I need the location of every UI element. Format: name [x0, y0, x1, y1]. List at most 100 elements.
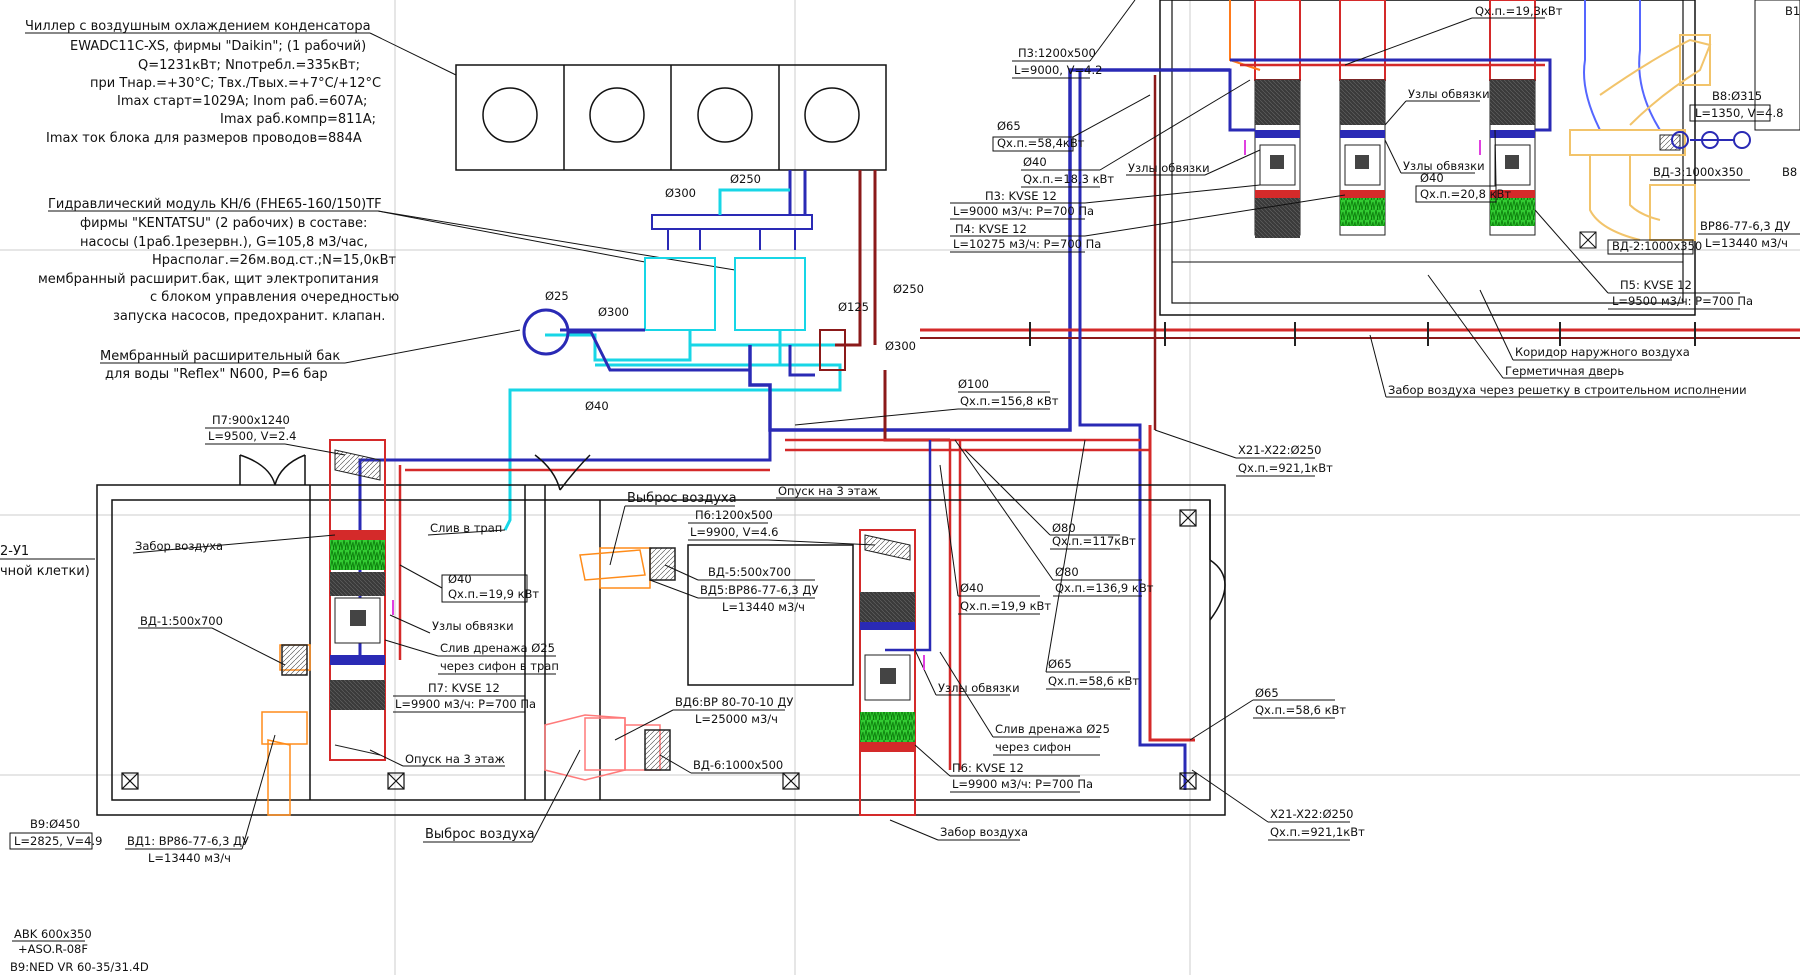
label-germ: Герметичная дверь — [1505, 364, 1624, 378]
label-p5-kvse-flow: L=9500 м3/ч: P=700 Па — [1612, 294, 1753, 308]
label-p3-kvse: П3: KVSE 12 — [985, 189, 1057, 203]
label-avk: ABK 600x350 — [14, 927, 92, 941]
hydro-note-line-1: фирмы "KENTATSU" (2 рабочих) в составе: — [80, 216, 367, 231]
label-p6-dim: П6:1200х500 — [695, 508, 773, 522]
label-p5-kvse: П5: KVSE 12 — [1620, 278, 1692, 292]
label-d300-a: Ø300 — [665, 186, 696, 200]
ahu-p6 — [859, 529, 916, 816]
label-p6-kvse-flow: L=9900 м3/ч: P=700 Па — [952, 777, 1093, 791]
label-x21-bot: X21-X22:Ø250 — [1270, 807, 1353, 821]
label-b9-flow: L=2825, V=4.9 — [14, 834, 102, 848]
label-q208: Qх.п.=20,8 кВт — [1420, 187, 1511, 201]
label-b9-dim: B9:Ø450 — [30, 817, 80, 831]
label-vd3-dim: ВД-3:1000х350 — [1653, 165, 1743, 179]
chiller-note-line-3: при Tнар.=+30°C; Tвх./Tвых.=+7°C/+12°C — [90, 76, 381, 91]
label-koridor: Коридор наружного воздуха — [1515, 345, 1690, 359]
chiller-note-line-4: Imax старт=1029A; Inom раб.=607A; — [117, 94, 367, 109]
label-vd5-dim: ВД-5:500х700 — [708, 565, 791, 579]
label-d40-c: Ø40 — [960, 581, 984, 595]
label-d40-a: Ø40 — [585, 399, 609, 413]
label-vd1-flow: L=13440 м3/ч — [148, 851, 231, 865]
label-d40-t2: Ø40 — [1420, 171, 1444, 185]
label-d40-b: Ø40 — [448, 572, 472, 586]
label-q921-bot: Qх.п.=921,1кВт — [1270, 825, 1365, 839]
label-uzly-1: Узлы обвязки — [432, 619, 514, 633]
hydro-note-line-2: насосы (1раб.1резервн.), G=105,8 м3/час, — [80, 235, 368, 250]
label-p4-kvse-flow: L=10275 м3/ч: P=700 Па — [953, 237, 1101, 251]
tank-note-line-1: для воды "Reflex" N600, P=6 бар — [105, 367, 328, 382]
label-q586-r: Qх.п.=58,6 кВт — [1255, 703, 1346, 717]
label-q586-c: Qх.п.=58,6 кВт — [1048, 674, 1139, 688]
label-vybros-2: Выброс воздуха — [425, 827, 535, 842]
label-p7-kvse-flow: L=9900 м3/ч: P=700 Па — [395, 697, 536, 711]
label-d250-b: Ø250 — [893, 282, 924, 296]
label-b8-dim: B8:Ø315 — [1712, 89, 1762, 103]
valve-markers — [392, 140, 1481, 670]
label-p4-kvse: П4: KVSE 12 — [955, 222, 1027, 236]
label-vybros-1: Выброс воздуха — [627, 491, 737, 506]
tank-note-line-0: Мембранный расширительный бак — [100, 349, 340, 364]
label-vd2-dim: ВД-2:1000х350 — [1612, 239, 1702, 253]
chiller-note-line-2: Q=1231кВт; Nпотребл.=335кВт; — [138, 58, 360, 73]
label-d100: Ø100 — [958, 377, 989, 391]
label-b9-ned: B9:NED VR 60-35/31.4D — [10, 960, 149, 974]
label-q156: Qх.п.=156,8 кВт — [960, 394, 1059, 408]
label-d65-r: Ø65 — [1255, 686, 1279, 700]
label-d300-c: Ø300 — [885, 339, 916, 353]
chiller-unit — [455, 64, 887, 171]
label-p7-dim: П7:900х1240 — [212, 413, 290, 427]
label-d65-t: Ø65 — [997, 119, 1021, 133]
label-vd6-fan: ВД6:ВР 80-70-10 ДУ — [675, 695, 793, 709]
tank-note: Мембранный расширительный бак для воды "… — [100, 329, 521, 382]
hydro-note-line-0: Гидравлический модуль KH/6 (FHE65-160/15… — [48, 197, 382, 212]
label-d40-t: Ø40 — [1023, 155, 1047, 169]
label-q199-b: Qх.п.=19,9 кВт — [448, 587, 539, 601]
label-aso: +ASO.R-08F — [18, 942, 88, 956]
hydro-note-line-6: запуска насосов, предохранит. клапан. — [113, 309, 385, 324]
label-p3-kvse-flow: L=9000 м3/ч: P=700 Па — [953, 204, 1094, 218]
top-right-ducts — [1569, 0, 1800, 241]
label-p6-flow: L=9900, V=4.6 — [690, 525, 778, 539]
label-vr86-flow: L=13440 м3/ч — [1705, 236, 1788, 250]
room-walls — [96, 454, 1226, 816]
label-uzly-4: Узлы обвязки — [1408, 87, 1490, 101]
label-p6-kvse: П6: KVSE 12 — [952, 761, 1024, 775]
label-uzly-2: Узлы обвязки — [938, 681, 1020, 695]
label-b8-flow: L=1350, V=4.8 — [1695, 106, 1783, 120]
ahu-top-group — [1145, 0, 1696, 430]
label-vd6-dim: ВД-6:1000х500 — [693, 758, 783, 772]
label-x21-top: X21-X22:Ø250 — [1238, 443, 1321, 457]
chiller-note-line-6: Imax ток блока для размеров проводов=884… — [46, 131, 362, 146]
label-vd5-flow: L=13440 м3/ч — [722, 600, 805, 614]
label-p7-flow: L=9500, V=2.4 — [208, 429, 296, 443]
label-q193-top: Qх.п.=19,3кВт — [1475, 4, 1563, 18]
label-d65-c: Ø65 — [1048, 657, 1072, 671]
label-q117: Qх.п.=117кВт — [1052, 534, 1136, 548]
label-zabor-2: Забор воздуха — [940, 825, 1028, 839]
label-d300-b: Ø300 — [598, 305, 629, 319]
label-vd5-fan: ВД5:ВР86-77-6,3 ДУ — [700, 583, 818, 597]
label-p3-dim: П3:1200х500 — [1018, 46, 1096, 60]
label-b1-cut: B1 — [1785, 4, 1800, 18]
label-left-u1: 2-У1 — [0, 544, 29, 559]
chiller-note-line-5: Imax раб.компр=811A; — [220, 112, 376, 127]
label-sifon-trap: через сифон в трап — [440, 659, 559, 673]
label-d125: Ø125 — [838, 300, 869, 314]
label-vd1-fan: ВД1: ВР86-77-6,3 ДУ — [127, 834, 249, 848]
chiller-note-line-0: Чиллер с воздушным охлаждением конденсат… — [25, 19, 371, 34]
hydro-module-note: Гидравлический модуль KH/6 (FHE65-160/15… — [38, 197, 736, 324]
label-p7-kvse: П7: KVSE 12 — [428, 681, 500, 695]
label-d80-b: Ø80 — [1055, 565, 1079, 579]
label-d25: Ø25 — [545, 289, 569, 303]
label-zabor-reshetka: Забор воздуха через решетку в строительн… — [1388, 383, 1747, 397]
room-markers — [121, 509, 1197, 790]
label-d80-a: Ø80 — [1052, 521, 1076, 535]
fan-vd1 — [261, 644, 311, 816]
label-vr86: ВР86-77-6,3 ДУ — [1700, 219, 1790, 233]
fan-vd5 — [579, 547, 676, 589]
ahu-p7 — [329, 439, 386, 761]
hydro-note-line-5: с блоком управления очередностью — [150, 290, 399, 305]
label-p3-flow: L=9000, V=4.2 — [1014, 63, 1102, 77]
